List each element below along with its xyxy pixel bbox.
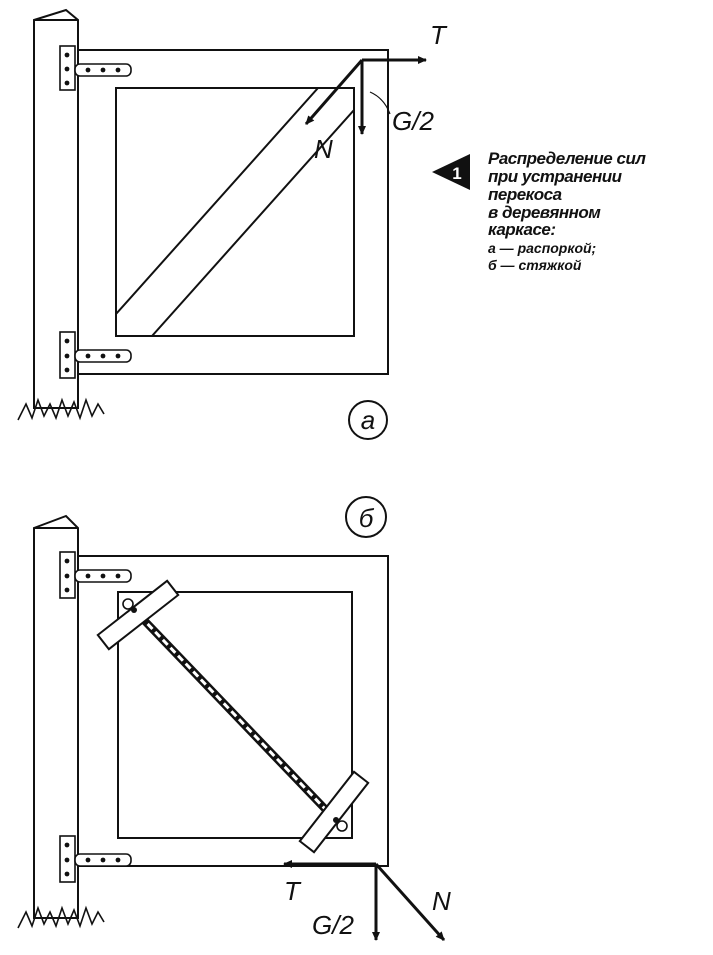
caption-line: перекоса xyxy=(488,184,562,204)
force-n-arrow-b xyxy=(374,862,446,942)
hinge-bottom-a xyxy=(59,331,132,379)
hinge-bottom-b xyxy=(59,835,132,883)
hinge-top-b xyxy=(59,551,132,599)
caption-legend-b: б — стяжкой xyxy=(488,256,582,273)
force-vectors-b xyxy=(283,860,446,942)
force-n-label-b: N xyxy=(432,886,451,916)
nut-bottom-b xyxy=(333,817,348,832)
caption-line: Распределение сил xyxy=(488,149,646,168)
nut-top-b xyxy=(122,598,137,613)
strut-a xyxy=(115,87,355,337)
grass-a xyxy=(17,397,105,421)
grass-b xyxy=(17,905,105,929)
force-g-label-a: G/2 xyxy=(392,106,434,136)
panel-label-b: б xyxy=(345,496,387,538)
svg-text:б: б xyxy=(359,503,375,533)
caption-legend-a: а — распоркой; xyxy=(488,240,597,257)
hinge-top-a xyxy=(59,45,132,91)
figure-number: 1 xyxy=(452,164,461,183)
figure-caption: Распределение сил при устранении перекос… xyxy=(488,150,703,273)
svg-text:а: а xyxy=(361,405,375,435)
panel-label-a: а xyxy=(348,400,388,440)
force-n-label-a: N xyxy=(314,134,333,164)
force-vectors-a xyxy=(304,56,427,135)
caption-line: в деревянном xyxy=(488,202,601,222)
anchor-plate-bottom-b xyxy=(298,770,370,854)
panel-b: б xyxy=(17,496,451,942)
panel-a: T G/2 N а xyxy=(17,8,448,440)
caption-line: при устранении xyxy=(488,166,622,186)
force-g-leader-a xyxy=(369,91,391,115)
force-n-arrow-a xyxy=(304,59,364,125)
force-g-label-b: G/2 xyxy=(312,910,354,940)
tie-rod-b xyxy=(137,613,331,815)
force-t-label-a: T xyxy=(430,20,448,50)
force-t-label-b: T xyxy=(284,876,302,906)
caption-line: каркасе: xyxy=(488,220,556,240)
figure-number-badge: 1 xyxy=(432,154,470,190)
